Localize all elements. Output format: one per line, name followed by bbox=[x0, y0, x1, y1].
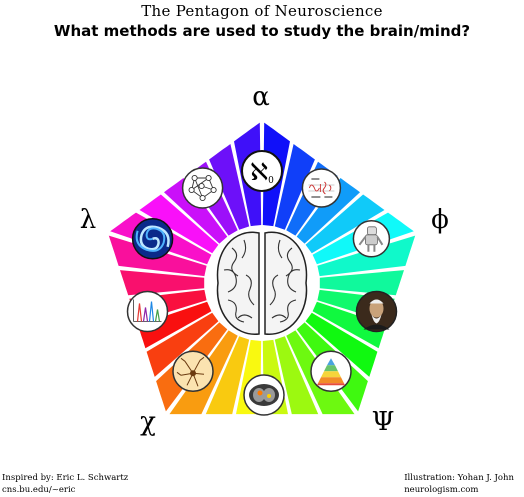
brain-scan-icon bbox=[243, 374, 285, 416]
vertex-label-lambda: λ bbox=[80, 205, 96, 235]
spiral-icon bbox=[131, 218, 174, 260]
credit-inspired-line: Inspired by: Eric L. Schwartz bbox=[2, 473, 129, 483]
vertex-label-chi: χ bbox=[140, 407, 156, 437]
credit-illustration-url: neurologism.com bbox=[404, 485, 479, 495]
brain-icon bbox=[204, 225, 320, 341]
subtitle: What methods are used to study the brain… bbox=[53, 22, 471, 40]
portrait-icon bbox=[355, 290, 398, 333]
network-graph-icon bbox=[181, 167, 224, 209]
title: The Pentagon of Neuroscience bbox=[141, 2, 383, 20]
credit-inspired-url: cns.bu.edu/~eric bbox=[2, 485, 76, 495]
credit-illustration-line: Illustration: Yohan J. John bbox=[404, 473, 514, 483]
color-wedge bbox=[137, 301, 212, 349]
vertex-label-psi: Ψ bbox=[372, 407, 395, 437]
color-wedge bbox=[274, 336, 319, 415]
credit-illustration: Illustration: Yohan J. John neurologism.… bbox=[404, 472, 514, 496]
robot-icon bbox=[352, 220, 391, 258]
color-wedge bbox=[209, 144, 250, 230]
spike-plot-icon bbox=[126, 290, 169, 333]
credit-inspired-by: Inspired by: Eric L. Schwartz cns.bu.edu… bbox=[2, 472, 128, 496]
vertex-label-phi: ϕ bbox=[431, 205, 449, 235]
aleph-symbol: ℵ bbox=[250, 158, 268, 186]
equations-icon bbox=[301, 168, 342, 208]
neuron-icon bbox=[172, 350, 214, 393]
aleph-icon: ℵ 0 bbox=[241, 150, 283, 192]
color-wedge bbox=[146, 312, 219, 377]
pyramid-icon bbox=[310, 350, 352, 393]
color-wedge bbox=[319, 270, 404, 296]
color-wedge bbox=[305, 194, 385, 254]
method-icons: ℵ 0 bbox=[126, 150, 398, 416]
color-wedge bbox=[139, 194, 219, 254]
aleph-subscript: 0 bbox=[268, 176, 274, 186]
vertex-label-alpha: α bbox=[252, 82, 270, 112]
color-wedge bbox=[312, 301, 387, 349]
color-wedge bbox=[120, 270, 205, 296]
color-wedge bbox=[274, 144, 315, 230]
color-wedge bbox=[164, 178, 228, 244]
color-wedge bbox=[305, 312, 378, 377]
color-wedge bbox=[205, 336, 250, 415]
color-wedge bbox=[296, 178, 360, 244]
